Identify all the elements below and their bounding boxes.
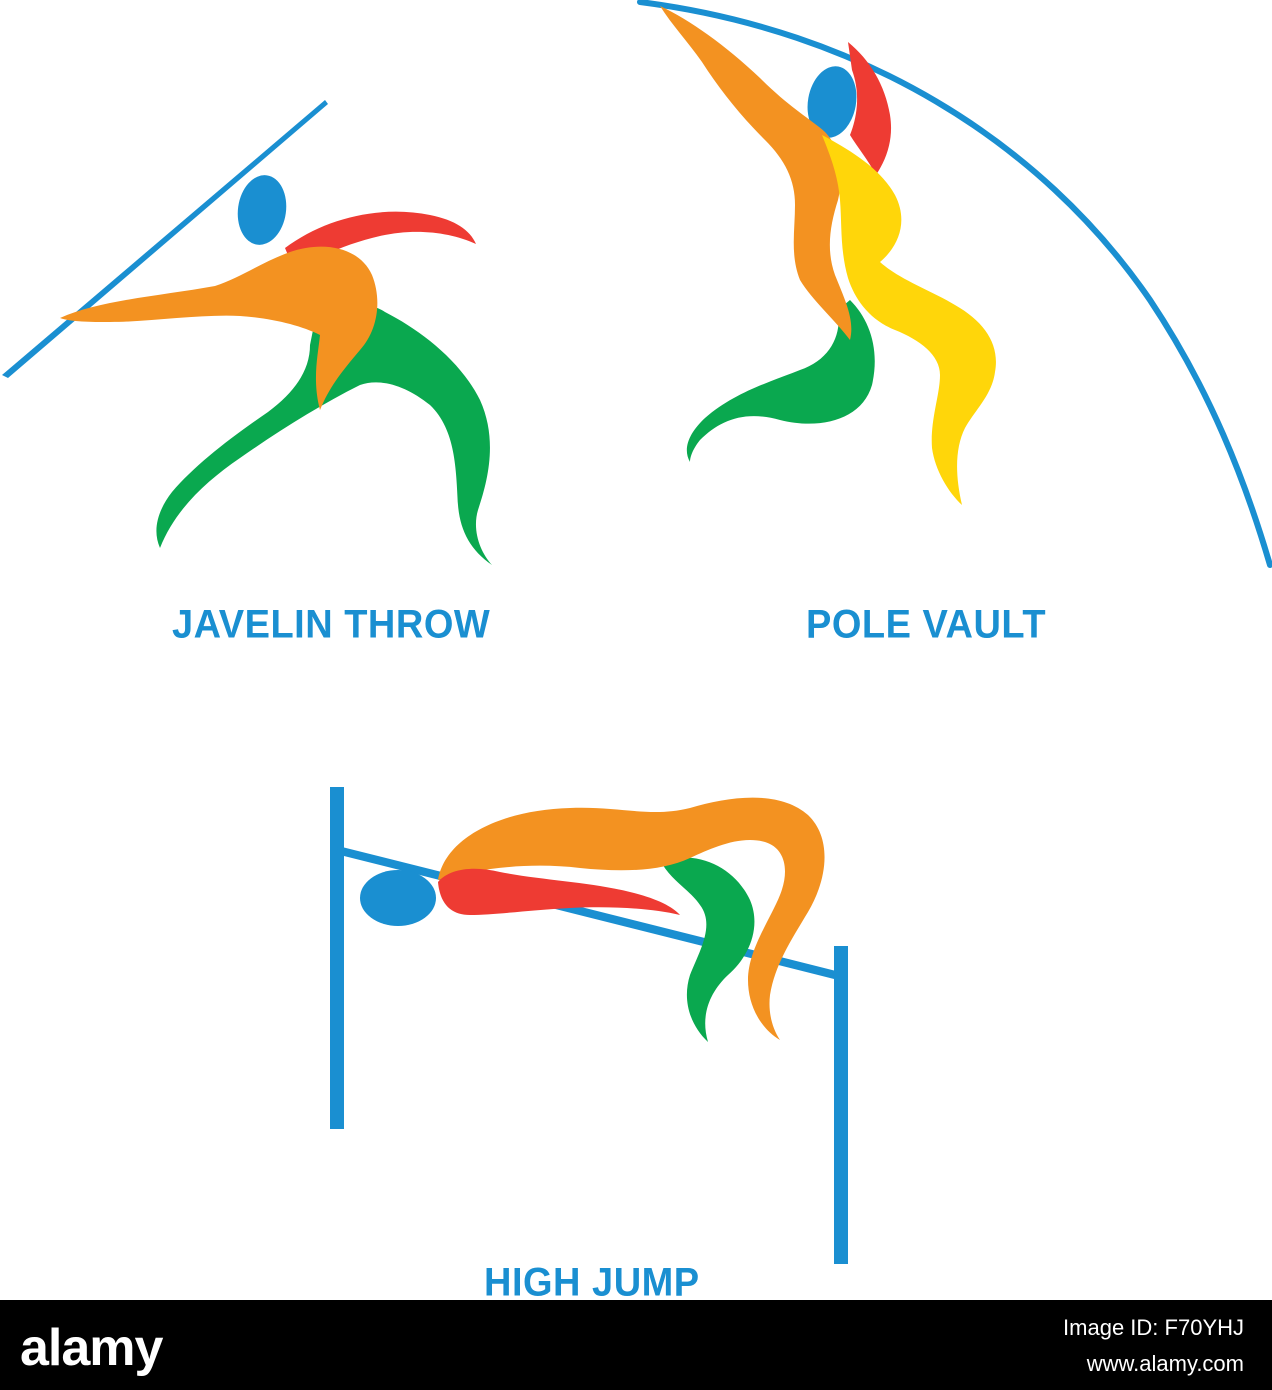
javelin-athlete-head [237, 175, 287, 245]
vault-pole [637, 0, 1272, 568]
vault-athlete-green-leg [686, 300, 875, 462]
pole-vault-label: POLE VAULT [806, 602, 1047, 648]
athletics-icons-art [2, 0, 1272, 1264]
high-jump-left-standard [330, 787, 344, 1129]
high-jump-athlete-red-arm [438, 868, 680, 915]
javelin-throw-label: JAVELIN THROW [172, 602, 491, 648]
high-jump-label: HIGH JUMP [484, 1260, 700, 1306]
vault-athlete-yellow-body [822, 135, 996, 505]
stock-footer-bar: alamy Image ID: F70YHJ www.alamy.com [0, 1300, 1272, 1390]
javelin-athlete-legs [156, 302, 492, 565]
pole-vault-icon [637, 0, 1272, 568]
high-jump-right-standard [834, 946, 848, 1264]
javelin-athlete-torso [60, 246, 378, 410]
alamy-logo[interactable]: alamy [20, 1319, 163, 1377]
vault-athlete-orange-body [660, 6, 852, 340]
high-jump-athlete-green-leg [660, 857, 755, 1042]
javelin-athlete-back-arm [285, 211, 476, 272]
high-jump-icon [330, 787, 848, 1264]
vault-athlete-red-arm [848, 42, 892, 175]
footer-image-info: Image ID: F70YHJ www.alamy.com [1063, 1310, 1244, 1382]
image-id-text: Image ID: F70YHJ [1063, 1315, 1244, 1340]
site-link[interactable]: www.alamy.com [1086, 1351, 1244, 1376]
high-jump-athlete-head [360, 870, 436, 926]
javelin-throw-icon [2, 100, 492, 565]
javelin-spear [2, 100, 328, 378]
high-jump-athlete-orange-body [438, 797, 825, 1040]
vault-athlete-head [807, 66, 857, 138]
